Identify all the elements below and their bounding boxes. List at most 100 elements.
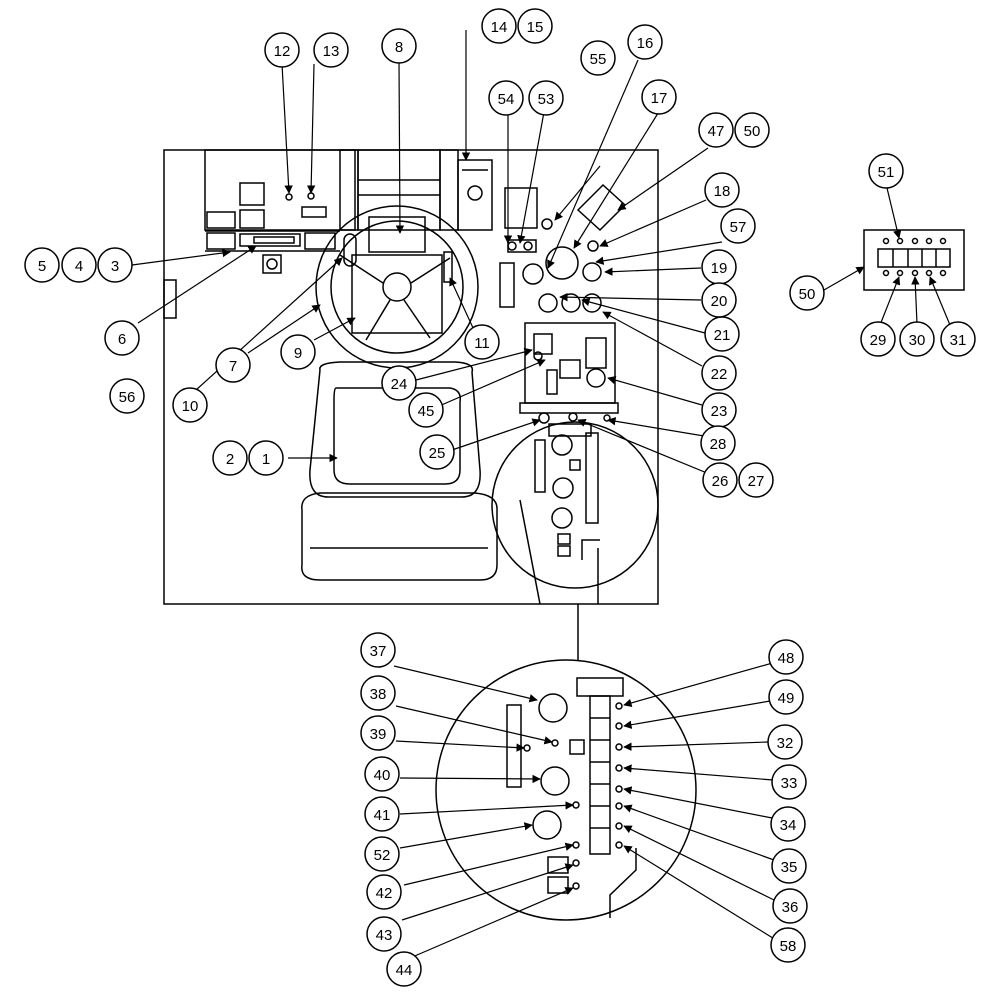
callout-47: 47	[698, 112, 734, 148]
callout-11: 11	[464, 324, 500, 360]
svg-text:45: 45	[418, 403, 435, 420]
callout-15: 15	[517, 8, 553, 44]
callout-8: 8	[381, 28, 417, 64]
svg-text:10: 10	[182, 398, 199, 415]
svg-text:55: 55	[590, 51, 607, 68]
switch-box	[863, 229, 965, 291]
callout-39: 39	[360, 715, 396, 751]
svg-text:15: 15	[527, 19, 544, 36]
svg-text:9: 9	[294, 345, 302, 362]
callout-51: 51	[868, 153, 904, 189]
callout-24: 24	[381, 365, 417, 401]
callout-16: 16	[627, 24, 663, 60]
operator-seat	[301, 361, 498, 581]
svg-text:26: 26	[712, 473, 729, 490]
callout-2: 2	[212, 440, 248, 476]
callout-36: 36	[772, 888, 808, 924]
svg-text:17: 17	[651, 90, 668, 107]
leader-lines	[131, 30, 951, 959]
callout-5: 5	[24, 247, 60, 283]
svg-text:52: 52	[374, 847, 391, 864]
svg-text:23: 23	[711, 403, 728, 420]
callout-53: 53	[528, 80, 564, 116]
svg-text:8: 8	[395, 39, 403, 56]
svg-text:38: 38	[370, 686, 387, 703]
svg-text:50: 50	[744, 123, 761, 140]
callout-50b: 50	[789, 275, 825, 311]
svg-text:16: 16	[637, 35, 654, 52]
callout-48: 48	[768, 639, 804, 675]
svg-text:41: 41	[374, 807, 391, 824]
callout-32: 32	[767, 724, 803, 760]
callout-14: 14	[481, 8, 517, 44]
callouts: 1 2 3 4 5 6 7 8 9 10 11 12 13 14 15 16 1…	[24, 8, 976, 987]
svg-text:50: 50	[799, 286, 816, 303]
svg-text:7: 7	[229, 358, 237, 375]
svg-text:25: 25	[429, 445, 446, 462]
callout-29: 29	[860, 321, 896, 357]
callout-27: 27	[738, 462, 774, 498]
callout-6: 6	[104, 320, 140, 356]
right-console	[457, 159, 627, 605]
callout-17: 17	[641, 79, 677, 115]
svg-text:32: 32	[777, 735, 794, 752]
callout-30: 30	[899, 321, 935, 357]
callout-1: 1	[248, 440, 284, 476]
callout-55: 55	[580, 40, 616, 76]
steering-wheel	[315, 205, 479, 369]
callout-22: 22	[701, 355, 737, 391]
svg-text:51: 51	[878, 164, 895, 181]
svg-text:27: 27	[748, 473, 765, 490]
svg-text:24: 24	[391, 376, 408, 393]
callout-35: 35	[771, 848, 807, 884]
svg-text:56: 56	[119, 389, 136, 406]
callout-23: 23	[701, 392, 737, 428]
svg-text:6: 6	[118, 331, 126, 348]
callout-10: 10	[172, 387, 208, 423]
svg-text:4: 4	[75, 258, 83, 275]
callout-44: 44	[386, 951, 422, 987]
svg-text:30: 30	[909, 332, 926, 349]
svg-text:33: 33	[781, 775, 798, 792]
callout-37: 37	[360, 632, 396, 668]
door-handle	[163, 279, 177, 319]
svg-text:35: 35	[781, 859, 798, 876]
svg-text:39: 39	[370, 726, 387, 743]
svg-text:48: 48	[778, 650, 795, 667]
svg-text:21: 21	[714, 327, 731, 344]
callout-26: 26	[702, 462, 738, 498]
callout-12: 12	[264, 32, 300, 68]
callout-9: 9	[280, 334, 316, 370]
callout-13: 13	[313, 32, 349, 68]
callout-4: 4	[61, 247, 97, 283]
svg-text:37: 37	[370, 643, 387, 660]
callout-19: 19	[701, 249, 737, 285]
callout-50a: 50	[734, 112, 770, 148]
svg-text:2: 2	[226, 451, 234, 468]
svg-text:31: 31	[950, 332, 967, 349]
callout-20: 20	[701, 282, 737, 318]
callout-54: 54	[488, 80, 524, 116]
svg-text:44: 44	[396, 962, 413, 979]
callout-49: 49	[768, 679, 804, 715]
svg-text:53: 53	[538, 91, 555, 108]
callout-43: 43	[366, 916, 402, 952]
svg-text:28: 28	[710, 436, 727, 453]
svg-text:19: 19	[711, 260, 728, 277]
callout-18: 18	[704, 172, 740, 208]
callout-28: 28	[700, 425, 736, 461]
svg-text:14: 14	[491, 19, 508, 36]
callout-21: 21	[704, 316, 740, 352]
svg-text:54: 54	[498, 91, 515, 108]
callout-34: 34	[770, 806, 806, 842]
callout-25: 25	[419, 434, 455, 470]
svg-text:47: 47	[708, 123, 725, 140]
svg-text:43: 43	[376, 927, 393, 944]
svg-text:5: 5	[38, 258, 46, 275]
callout-45: 45	[408, 392, 444, 428]
svg-text:13: 13	[323, 43, 340, 60]
callout-42: 42	[366, 874, 402, 910]
callout-52: 52	[364, 836, 400, 872]
callout-33: 33	[771, 764, 807, 800]
